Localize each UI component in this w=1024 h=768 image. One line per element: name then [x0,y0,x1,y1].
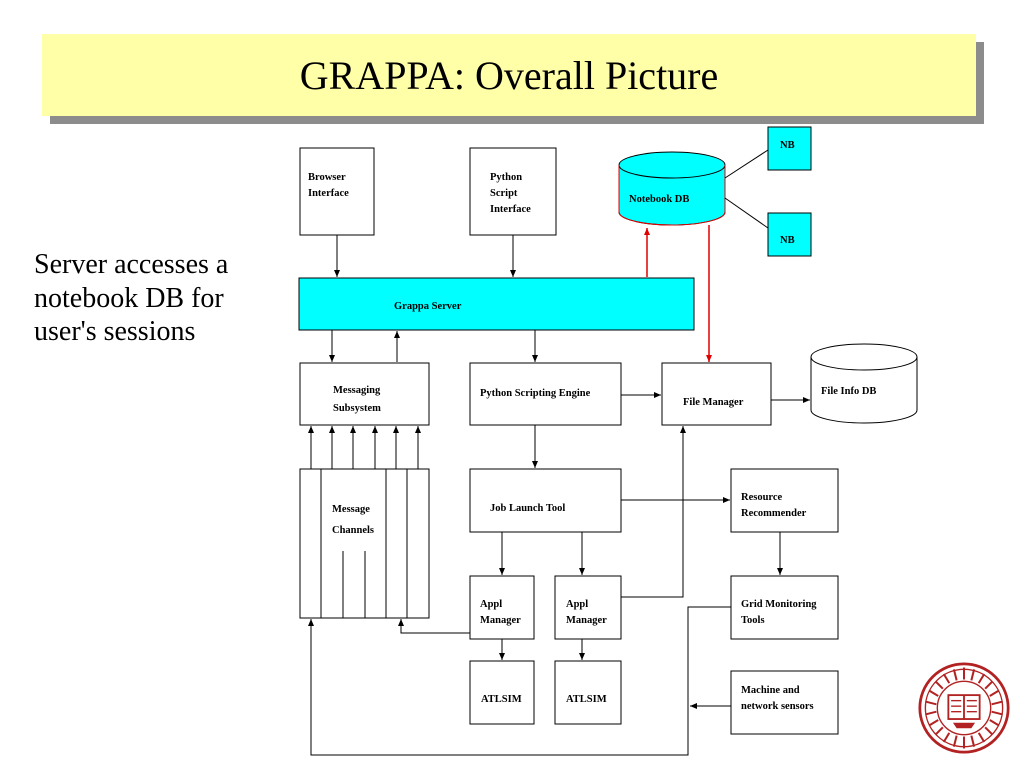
svg-text:File Info DB: File Info DB [821,386,876,397]
diagram-connectors [308,235,810,756]
svg-text:Notebook DB: Notebook DB [629,194,689,205]
appl-manager-box-2: Appl Manager [554,575,622,640]
svg-text:Job Launch Tool: Job Launch Tool [490,503,565,514]
svg-text:NB: NB [780,235,795,246]
svg-text:Script: Script [490,188,518,199]
svg-text:Appl: Appl [566,599,588,610]
svg-text:File Manager: File Manager [683,397,744,408]
svg-text:Recommender: Recommender [741,508,807,519]
caption-line-3: user's sessions [34,316,196,348]
resource-recommender-box: Resource Recommender [730,468,839,533]
page-title: GRAPPA: Overall Picture [299,52,719,98]
svg-text:Manager: Manager [566,615,607,626]
nb-box-bottom: NB [767,212,812,257]
job-launch-tool-box: Job Launch Tool [469,468,622,533]
atlsim-box-2: ATLSIM [554,660,622,725]
machine-network-sensors-box: Machine and network sensors [730,670,839,735]
university-seal-icon [918,662,1010,754]
title-banner: GRAPPA: Overall Picture [42,34,976,116]
file-info-db-cylinder: File Info DB [810,343,918,424]
svg-text:ATLSIM: ATLSIM [566,694,607,705]
python-scripting-engine-box: Python Scripting Engine [469,362,622,426]
messaging-subsystem-box: Messaging Subsystem [299,362,430,426]
grid-monitoring-tools-box: Grid Monitoring Tools [730,575,839,640]
svg-text:Python: Python [490,172,522,183]
file-manager-box: File Manager [661,362,772,426]
caption-line-1: Server accesses a [34,249,229,280]
browser-interface-box: Browser Interface [299,147,375,236]
caption-text: Server accesses a notebook DB for user's… [34,248,284,349]
svg-text:Subsystem: Subsystem [333,403,381,414]
svg-text:Tools: Tools [741,615,765,626]
nb-link-bottom [724,197,769,229]
grappa-server-box: Grappa Server [298,277,695,331]
svg-text:Interface: Interface [490,204,531,215]
svg-text:Channels: Channels [332,525,374,536]
svg-text:Appl: Appl [480,599,502,610]
svg-text:Grappa Server: Grappa Server [394,301,462,312]
caption-line-2: notebook DB for [34,282,224,314]
svg-text:Message: Message [332,504,370,515]
svg-text:Interface: Interface [308,188,349,199]
nb-box-top: NB [767,126,812,171]
db-red-arrows [644,225,712,362]
svg-text:Machine and: Machine and [741,685,800,696]
nb-link-top [724,149,769,179]
svg-text:ATLSIM: ATLSIM [481,694,522,705]
svg-text:Messaging: Messaging [333,385,381,396]
svg-text:Resource: Resource [741,492,783,503]
svg-text:NB: NB [780,140,795,151]
message-channels-box: Message Channels [299,468,430,619]
svg-text:Manager: Manager [480,615,521,626]
svg-text:Browser: Browser [308,172,346,183]
python-script-interface-box: Python Script Interface [469,147,557,236]
svg-text:Grid Monitoring: Grid Monitoring [741,599,817,610]
svg-text:network sensors: network sensors [741,701,814,712]
appl-manager-box-1: Appl Manager [469,575,535,640]
svg-text:Python Scripting Engine: Python Scripting Engine [480,388,591,399]
atlsim-box-1: ATLSIM [469,660,535,725]
notebook-db-cylinder: Notebook DB [618,151,726,226]
